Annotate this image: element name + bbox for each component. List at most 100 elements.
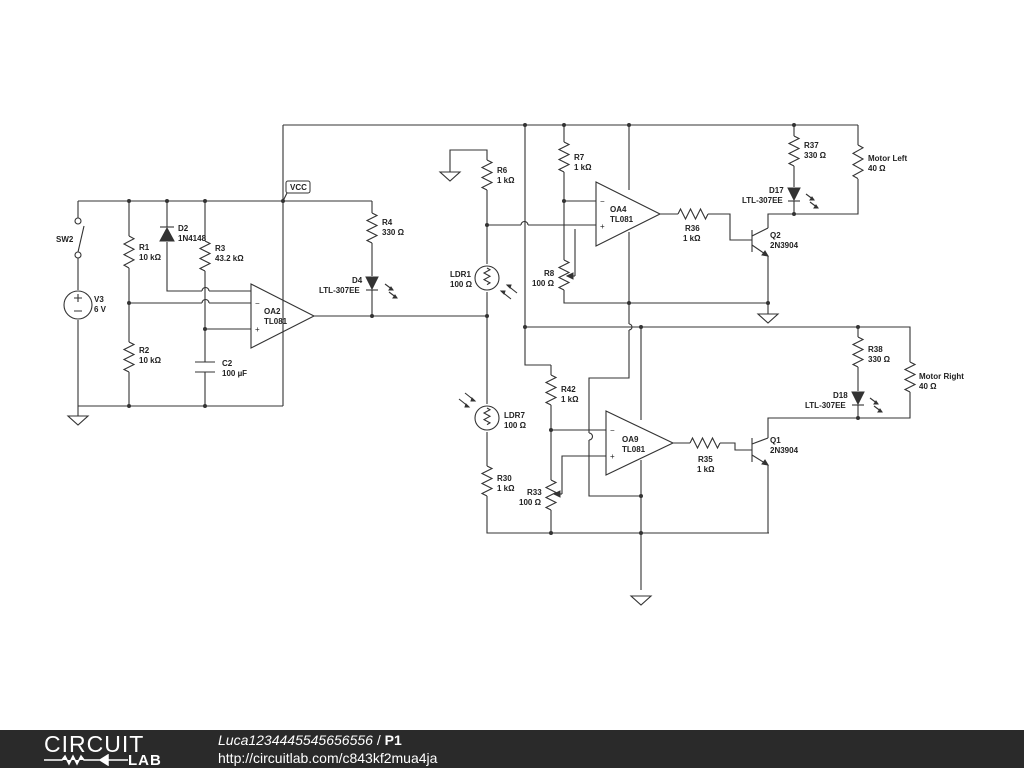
circuit-name[interactable]: P1	[384, 732, 402, 748]
svg-text:LTL-307EE: LTL-307EE	[742, 196, 783, 205]
svg-text:100 Ω: 100 Ω	[532, 279, 555, 288]
svg-text:Motor Left: Motor Left	[868, 154, 907, 163]
resistor-r4: R4 330 Ω	[365, 212, 405, 244]
motor-left-resistor: Motor Left 40 Ω	[851, 144, 907, 180]
svg-text:330 Ω: 330 Ω	[868, 355, 891, 364]
svg-text:OA9: OA9	[622, 435, 639, 444]
svg-text:−: −	[255, 299, 260, 308]
svg-text:1 kΩ: 1 kΩ	[561, 395, 579, 404]
svg-text:TL081: TL081	[622, 445, 646, 454]
svg-text:LDR7: LDR7	[504, 411, 525, 420]
svg-text:OA4: OA4	[610, 205, 627, 214]
led-d4: D4 LTL-307EE	[319, 276, 398, 299]
svg-text:100 Ω: 100 Ω	[504, 421, 527, 430]
svg-text:R1: R1	[139, 243, 150, 252]
svg-text:Q1: Q1	[770, 436, 781, 445]
svg-text:LTL-307EE: LTL-307EE	[805, 401, 846, 410]
svg-text:D2: D2	[178, 224, 189, 233]
svg-text:C2: C2	[222, 359, 233, 368]
opamp-oa2: − + OA2 TL081	[250, 283, 316, 349]
svg-text:6 V: 6 V	[94, 305, 107, 314]
svg-text:VCC: VCC	[290, 183, 307, 192]
svg-text:−: −	[600, 197, 605, 206]
voltage-source-v3: V3 6 V	[63, 290, 107, 320]
resistor-r1: R1 10 kΩ	[122, 235, 162, 269]
ldr-ldr7: LDR7 100 Ω	[458, 392, 527, 431]
svg-text:R2: R2	[139, 346, 150, 355]
svg-text:+: +	[600, 222, 605, 231]
footer-bar: CIRCUIT LAB Luca1234445545656556 / P1 ht…	[0, 730, 1024, 769]
svg-text:R7: R7	[574, 153, 585, 162]
transistor-q1: Q1 2N3904	[751, 436, 799, 474]
svg-text:SW2: SW2	[56, 235, 74, 244]
wire-crossovers	[201, 220, 633, 441]
ground-top	[438, 171, 462, 182]
svg-text:10 kΩ: 10 kΩ	[139, 356, 162, 365]
circuitlab-logo[interactable]: CIRCUIT LAB	[44, 731, 184, 769]
svg-text:R30: R30	[497, 474, 512, 483]
resistor-r38: R38 330 Ω	[851, 336, 891, 368]
svg-text:D4: D4	[352, 276, 363, 285]
svg-text:R35: R35	[698, 455, 713, 464]
svg-text:V3: V3	[94, 295, 104, 304]
svg-text:1 kΩ: 1 kΩ	[683, 234, 701, 243]
led-d18: D18 LTL-307EE	[805, 391, 883, 413]
ground-bottom	[629, 595, 653, 606]
svg-text:R33: R33	[527, 488, 542, 497]
svg-text:1 kΩ: 1 kΩ	[497, 176, 515, 185]
resistor-r2: R2 10 kΩ	[122, 341, 162, 373]
svg-text:R37: R37	[804, 141, 819, 150]
svg-text:1 kΩ: 1 kΩ	[497, 484, 515, 493]
switch-sw2: SW2	[56, 217, 85, 259]
circuit-title: Luca1234445545656556 / P1	[218, 732, 402, 748]
svg-text:100 µF: 100 µF	[222, 369, 247, 378]
circuit-schematic: VCC SW2 V3 6 V R1 10 kΩ R2 10 kΩ R3 43.2…	[56, 123, 964, 606]
svg-text:TL081: TL081	[264, 317, 288, 326]
svg-text:LTL-307EE: LTL-307EE	[319, 286, 360, 295]
svg-text:R8: R8	[544, 269, 555, 278]
svg-text:TL081: TL081	[610, 215, 634, 224]
svg-text:R38: R38	[868, 345, 883, 354]
title-separator: /	[372, 732, 385, 748]
potentiometer-r8: R8 100 Ω	[532, 259, 575, 291]
svg-text:R6: R6	[497, 166, 508, 175]
resistor-r35: R35 1 kΩ	[689, 436, 721, 474]
svg-text:+: +	[255, 325, 260, 334]
transistor-q2: Q2 2N3904	[751, 227, 799, 265]
svg-text:+: +	[610, 452, 615, 461]
resistor-r3: R3 43.2 kΩ	[198, 240, 244, 272]
opamp-oa4: − + OA4 TL081	[595, 181, 662, 247]
svg-text:OA2: OA2	[264, 307, 281, 316]
svg-text:D17: D17	[769, 186, 784, 195]
svg-text:2N3904: 2N3904	[770, 241, 799, 250]
svg-text:R36: R36	[685, 224, 700, 233]
svg-text:40 Ω: 40 Ω	[919, 382, 937, 391]
svg-text:R3: R3	[215, 244, 226, 253]
ground-symbols	[66, 171, 780, 606]
svg-text:−: −	[610, 426, 615, 435]
svg-text:330 Ω: 330 Ω	[804, 151, 827, 160]
potentiometer-r33: R33 100 Ω	[519, 479, 562, 511]
led-d17: D17 LTL-307EE	[742, 186, 819, 209]
svg-text:2N3904: 2N3904	[770, 446, 799, 455]
resistor-r6: R6 1 kΩ	[480, 159, 515, 191]
ground-q2	[756, 313, 780, 324]
logo-text-lab: LAB	[128, 752, 162, 769]
resistor-r42: R42 1 kΩ	[544, 374, 579, 406]
author-link[interactable]: Luca1234445545656556	[218, 732, 373, 748]
svg-text:43.2 kΩ: 43.2 kΩ	[215, 254, 244, 263]
diode-d2: D2 1N4148	[159, 224, 207, 243]
svg-text:R42: R42	[561, 385, 576, 394]
svg-text:Q2: Q2	[770, 231, 781, 240]
circuit-url[interactable]: http://circuitlab.com/c843kf2mua4ja	[218, 750, 438, 766]
resistor-wave-icon	[44, 754, 128, 766]
svg-text:Motor Right: Motor Right	[919, 372, 964, 381]
svg-text:1 kΩ: 1 kΩ	[697, 465, 715, 474]
svg-text:100 Ω: 100 Ω	[519, 498, 542, 507]
wires	[77, 124, 911, 590]
svg-text:LDR1: LDR1	[450, 270, 471, 279]
ground-left	[66, 415, 90, 426]
ldr-ldr1: LDR1 100 Ω	[450, 265, 518, 300]
svg-text:1 kΩ: 1 kΩ	[574, 163, 592, 172]
svg-text:100 Ω: 100 Ω	[450, 280, 473, 289]
